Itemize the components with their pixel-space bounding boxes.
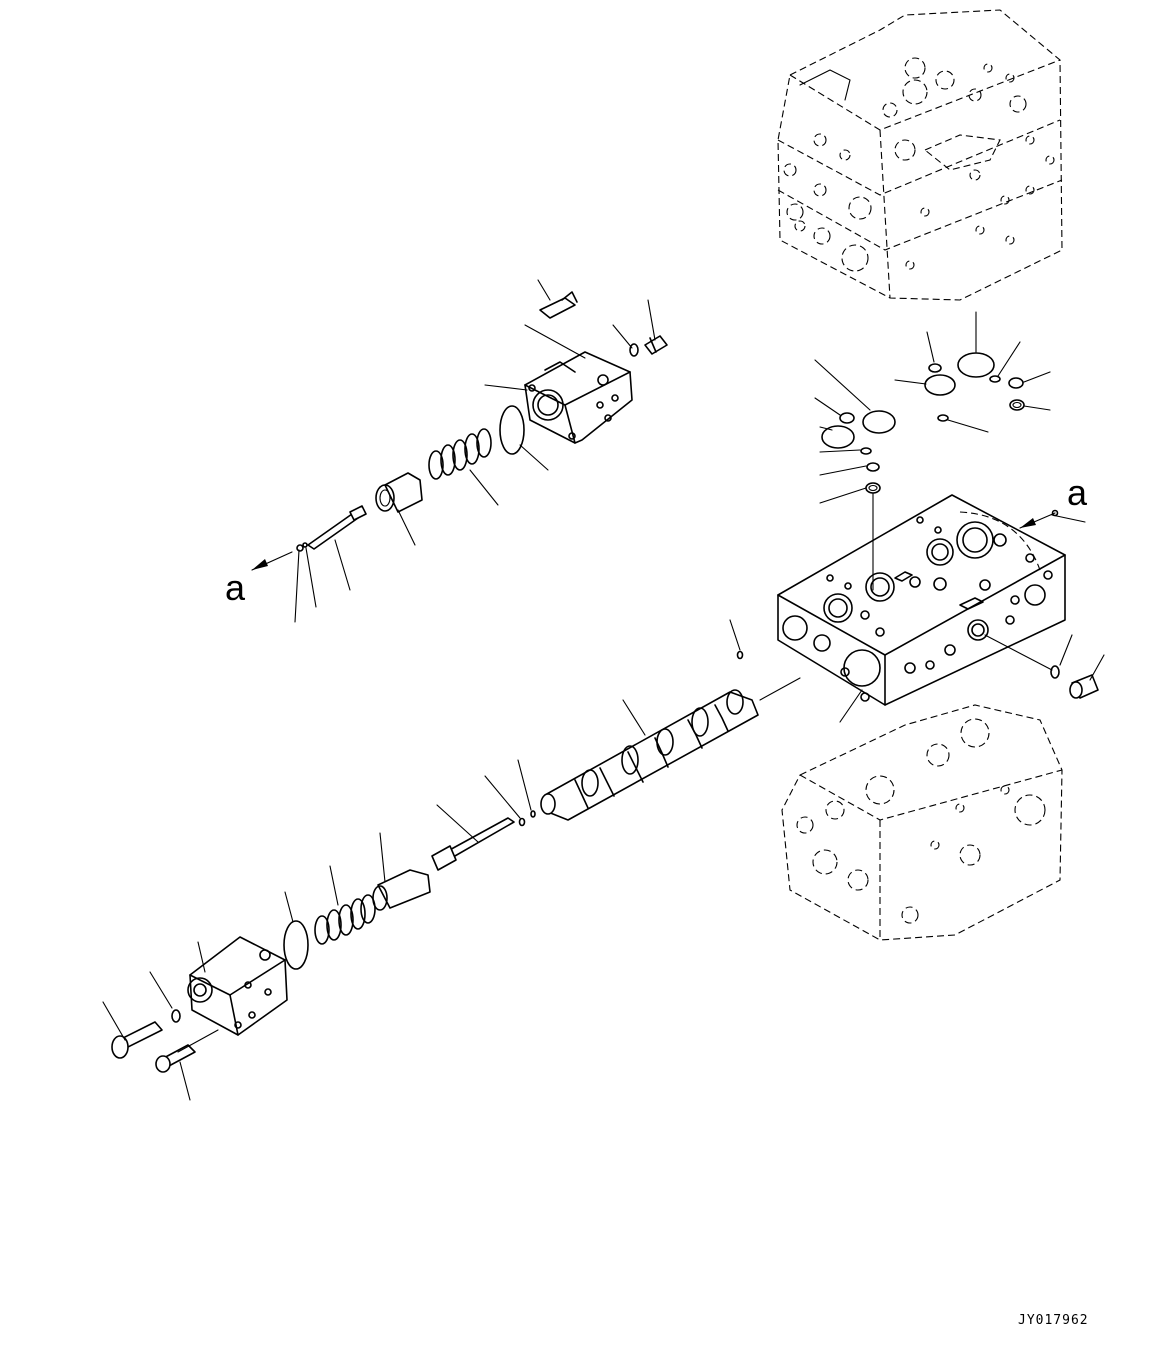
upper-spring — [428, 428, 492, 480]
o-ring — [499, 405, 525, 455]
right-plug-assembly — [984, 634, 1099, 699]
lower-adjacent-valve-block — [781, 704, 1063, 941]
o-ring-large — [957, 352, 995, 378]
backup-ring — [865, 482, 881, 494]
main-spool — [540, 677, 801, 821]
view-label-left: a — [225, 567, 246, 608]
o-ring-small — [860, 447, 872, 455]
backup-ring-inner — [1012, 401, 1022, 409]
o-ring-small — [928, 363, 942, 373]
upper-pilot-cap-assembly — [296, 291, 668, 552]
upper-spring-retainer — [375, 472, 423, 513]
upper-adjacent-valve-block — [777, 9, 1063, 301]
o-ring-small — [1008, 377, 1024, 389]
view-arrow-right — [1019, 509, 1059, 529]
o-ring-large — [862, 410, 896, 434]
backup-ring-inner — [868, 484, 878, 492]
o-ring-small — [989, 375, 1001, 383]
seal-rings-group — [821, 352, 1025, 591]
leader-lines — [102, 279, 1105, 1101]
o-ring-small — [839, 412, 855, 424]
view-label-right: a — [1067, 472, 1088, 513]
o-ring-medium — [924, 374, 956, 396]
o-ring-tiny — [937, 414, 949, 422]
o-ring — [283, 920, 309, 970]
lower-spring — [314, 894, 376, 945]
backup-ring — [1009, 399, 1025, 411]
view-arrow-left — [251, 551, 293, 571]
main-valve-body — [777, 494, 1066, 706]
o-ring-small — [866, 462, 880, 472]
drawing-code: JY017962 — [1018, 1313, 1089, 1328]
lower-pilot-cap-assembly — [111, 817, 515, 1073]
o-ring-medium — [821, 425, 855, 449]
